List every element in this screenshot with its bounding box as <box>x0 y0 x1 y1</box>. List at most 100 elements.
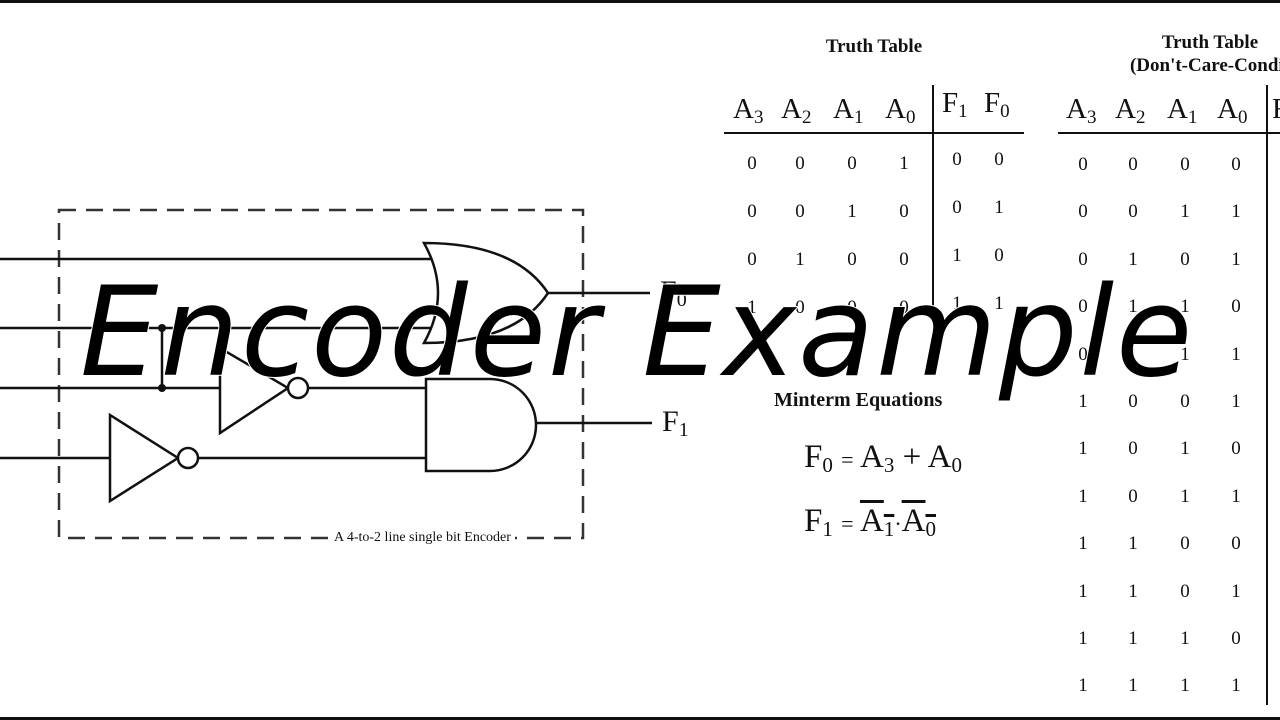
circuit-caption: A 4-to-2 line single bit Encoder <box>330 530 515 546</box>
table-cell: 1 <box>1231 201 1241 223</box>
table-cell: 0 <box>795 153 805 174</box>
table-cell: 0 <box>1180 533 1190 555</box>
table-cell: 1 <box>1128 580 1138 602</box>
table-cell: 0 <box>1128 485 1138 507</box>
truth-table-header-output: F1 <box>942 87 968 122</box>
not-gate-a1 <box>218 345 291 436</box>
table-cell: 1 <box>1128 628 1138 649</box>
table-cell: 1 <box>952 293 962 314</box>
table-cell: 1 <box>1078 628 1088 649</box>
table-cell: 0 <box>994 245 1004 266</box>
table-cell: 1 <box>994 293 1004 314</box>
table-cell: 0 <box>899 249 909 270</box>
dont-care-header-input: A1 <box>1167 93 1198 128</box>
truth-table-header-rule <box>724 132 1024 134</box>
table-cell: 1 <box>747 297 757 318</box>
not-gate-a0 <box>108 412 181 504</box>
table-cell: 0 <box>795 201 805 222</box>
table-cell: 1 <box>1231 391 1241 412</box>
minterm-equation-f1: F1 = A1·A0 <box>804 503 936 541</box>
table-cell: 1 <box>1180 343 1190 365</box>
table-cell: 0 <box>1128 391 1138 412</box>
minterm-equation-f0: F0 = A3 + A0 <box>804 439 962 477</box>
inverter-bubble <box>176 446 200 470</box>
table-cell: 1 <box>1078 675 1088 697</box>
complemented-term: A0 <box>901 503 936 541</box>
table-cell: 0 <box>847 249 857 270</box>
slide-title-overlay: Encoder Example <box>79 260 1195 406</box>
table-cell: 0 <box>1180 154 1190 175</box>
table-cell: 1 <box>1231 580 1241 602</box>
table-cell: 1 <box>1078 438 1088 460</box>
table-cell: 0 <box>1078 248 1088 270</box>
table-cell: 1 <box>994 197 1004 218</box>
table-cell: 1 <box>952 245 962 266</box>
table-cell: 1 <box>1128 343 1138 365</box>
output-label-f0: F0 <box>660 275 687 311</box>
table-cell: 0 <box>899 201 909 222</box>
table-cell: 1 <box>1231 485 1241 507</box>
output-label-f1: F1 <box>662 405 689 441</box>
table-cell: 0 <box>1128 201 1138 223</box>
and-gate <box>424 377 538 473</box>
encoder-enclosure-box <box>57 208 585 540</box>
truth-table-header-input: A3 <box>733 93 764 128</box>
complemented-term: A1 <box>859 503 895 541</box>
table-cell: 1 <box>795 249 805 270</box>
table-cell: 0 <box>1128 154 1138 175</box>
table-cell: 0 <box>747 249 757 270</box>
table-cell: 1 <box>1078 533 1088 555</box>
truth-table-header-input: A0 <box>885 93 916 128</box>
truth-table-divider <box>932 85 934 313</box>
table-cell: 1 <box>847 201 857 222</box>
truth-table-title: Truth Table <box>825 36 923 57</box>
table-cell: 0 <box>1078 343 1088 365</box>
table-cell: 0 <box>1078 154 1088 175</box>
table-cell: 0 <box>795 297 805 318</box>
or-gate <box>421 241 550 345</box>
table-cell: 0 <box>994 149 1004 170</box>
dont-care-header-input: A3 <box>1066 93 1097 128</box>
table-cell: 0 <box>1231 154 1241 175</box>
table-cell: 1 <box>1078 391 1088 412</box>
table-cell: 0 <box>1231 296 1241 318</box>
table-cell: 1 <box>1180 201 1190 223</box>
table-cell: 1 <box>1128 296 1138 318</box>
table-cell: 1 <box>1078 485 1088 507</box>
encoder-circuit-diagram <box>0 208 652 540</box>
table-cell: 1 <box>1231 675 1241 697</box>
table-cell: 1 <box>1128 675 1138 697</box>
dont-care-output-header-partial: F <box>1272 93 1280 126</box>
table-cell: 1 <box>1180 438 1190 460</box>
table-cell: 0 <box>747 201 757 222</box>
truth-table-header-output: F0 <box>984 87 1010 122</box>
dont-care-table-title: Truth Table (Don't-Care-Condit <box>1129 32 1280 76</box>
table-cell: 0 <box>1231 438 1241 460</box>
table-cell: 0 <box>1078 201 1088 223</box>
truth-table-header-input: A2 <box>781 93 812 128</box>
table-cell: 1 <box>1180 296 1190 318</box>
table-cell: 1 <box>1231 248 1241 270</box>
dont-care-table-divider <box>1266 85 1268 705</box>
table-cell: 0 <box>1078 296 1088 318</box>
table-cell: 0 <box>747 153 757 174</box>
table-cell: 0 <box>847 297 857 318</box>
table-cell: 0 <box>1231 628 1241 649</box>
table-cell: 0 <box>899 297 909 318</box>
table-cell: 1 <box>1180 628 1190 649</box>
table-cell: 1 <box>1180 485 1190 507</box>
table-cell: 0 <box>847 153 857 174</box>
table-cell: 0 <box>952 149 962 170</box>
table-cell: 0 <box>1180 580 1190 602</box>
minterm-title: Minterm Equations <box>774 389 943 411</box>
dont-care-header-rule <box>1058 132 1280 134</box>
table-cell: 1 <box>1078 580 1088 602</box>
table-cell: 0 <box>1180 391 1190 412</box>
table-cell: 1 <box>1128 533 1138 555</box>
table-cell: 1 <box>899 153 909 174</box>
dont-care-header-input: A0 <box>1217 93 1248 128</box>
truth-table-header-input: A1 <box>833 93 864 128</box>
table-cell: 0 <box>1231 533 1241 555</box>
table-cell: 0 <box>1180 248 1190 270</box>
